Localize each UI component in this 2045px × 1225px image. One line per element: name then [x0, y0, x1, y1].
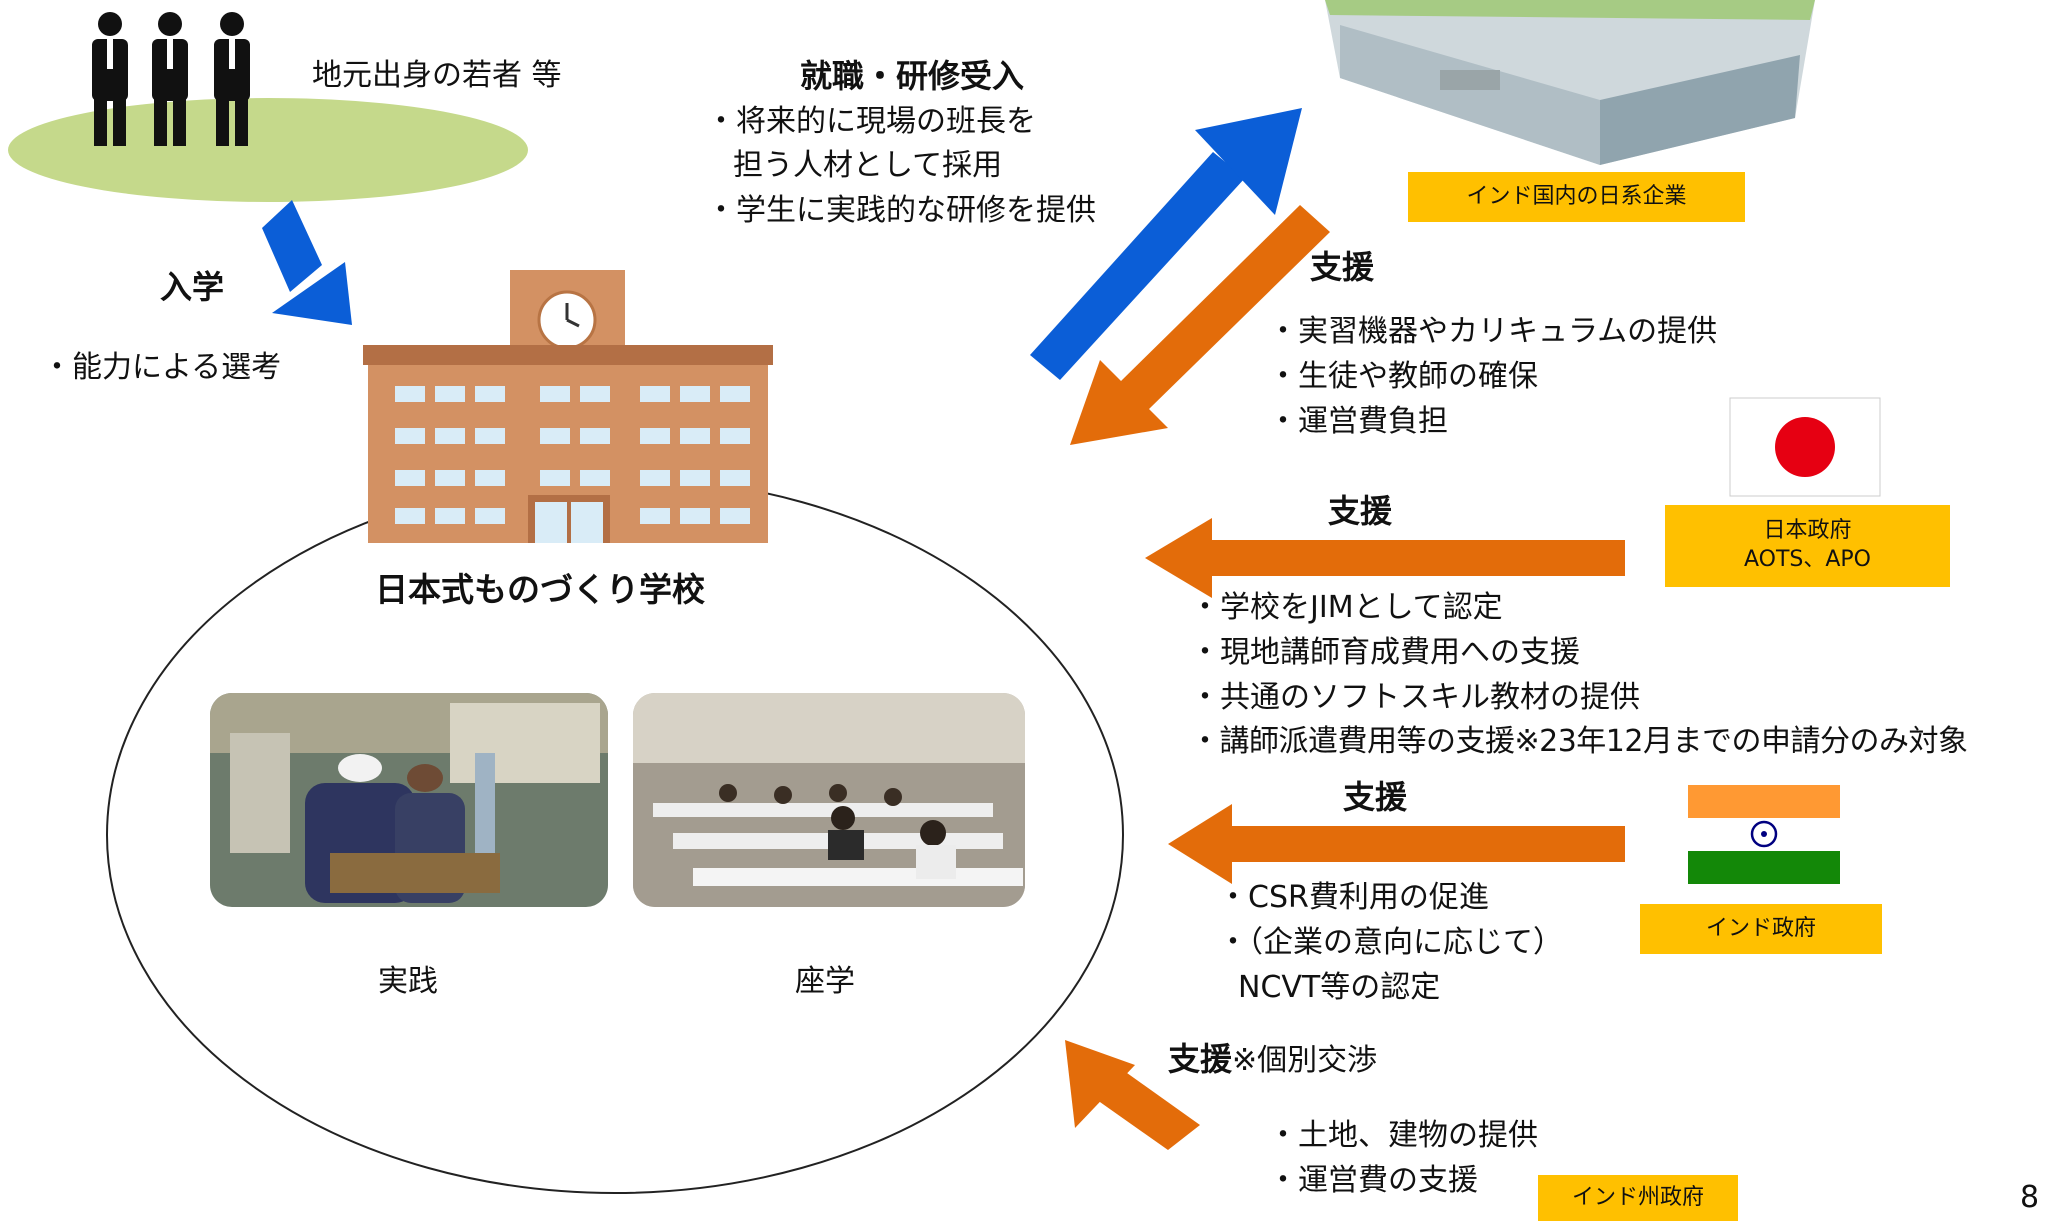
- india-gov-label: インド政府: [1640, 904, 1882, 954]
- employment-title: 就職・研修受入: [800, 57, 1025, 95]
- company-support-bullet-1: ・実習機器やカリキュラムの提供: [1268, 314, 1718, 349]
- state-support-bullet-1: ・土地、建物の提供: [1268, 1118, 1538, 1153]
- classroom-caption: 座学: [795, 964, 855, 999]
- people-icon: [92, 12, 250, 146]
- youth-label: 地元出身の若者 等: [312, 58, 562, 93]
- india-support-bullet-1: ・CSR費利用の促進: [1218, 880, 1489, 915]
- company-support-bullet-2: ・生徒や教師の確保: [1268, 359, 1538, 394]
- india-gov-label-text: インド政府: [1705, 915, 1816, 941]
- india-support-title: 支援: [1343, 778, 1408, 816]
- india-support-bullet-2: ・（企業の意向に応じて）: [1218, 925, 1563, 960]
- classroom-photo: [633, 693, 1025, 907]
- company-support-bullet-3: ・運営費負担: [1268, 404, 1448, 439]
- page-number: 8: [2020, 1180, 2040, 1215]
- enroll-bullet: ・能力による選考: [42, 350, 282, 385]
- company-label-text: インド国内の日系企業: [1466, 183, 1687, 209]
- japan-gov-label-line2: AOTS、APO: [1743, 547, 1872, 572]
- enroll-title: 入学: [160, 268, 225, 306]
- japan-support-bullet-3: ・共通のソフトスキル教材の提供: [1190, 680, 1640, 715]
- japan-support-bullet-2: ・現地講師育成費用への支援: [1190, 635, 1580, 670]
- state-support-title: 支援: [1168, 1040, 1233, 1078]
- workshop-photo: [210, 693, 608, 907]
- workshop-caption: 実践: [378, 964, 438, 999]
- enroll-arrow: [262, 200, 352, 325]
- ground-ellipse: [8, 98, 528, 202]
- india-support-bullet-3: NCVT等の認定: [1238, 970, 1441, 1005]
- employment-arrow: [1030, 108, 1302, 380]
- state-support-heading: 支援※個別交渉: [1168, 1040, 1377, 1079]
- india-support-arrow: [1168, 804, 1625, 884]
- japan-support-arrow: [1145, 518, 1625, 598]
- japan-support-title: 支援: [1328, 492, 1393, 530]
- state-gov-label: インド州政府: [1538, 1175, 1738, 1221]
- state-support-arrow: [1065, 1040, 1200, 1150]
- employment-bullet-1: ・将来的に現場の班長を: [706, 104, 1036, 139]
- japan-support-bullet-1: ・学校をJIMとして認定: [1190, 590, 1503, 625]
- employment-bullet-2: 担う人材として採用: [733, 148, 1003, 183]
- japan-support-bullet-4: ・講師派遣費用等の支援※23年12月までの申請分のみ対象: [1190, 724, 1968, 759]
- japan-gov-label-line1: 日本政府: [1763, 518, 1852, 544]
- state-gov-label-text: インド州政府: [1571, 1184, 1704, 1210]
- company-support-title: 支援: [1310, 248, 1375, 286]
- company-label: インド国内の日系企業: [1408, 172, 1745, 222]
- india-flag-icon: [1688, 785, 1840, 884]
- japan-gov-label: 日本政府 AOTS、APO: [1665, 505, 1950, 587]
- state-support-note: ※個別交渉: [1232, 1043, 1378, 1078]
- school-title: 日本式ものづくり学校: [375, 570, 705, 609]
- japan-flag-icon: [1729, 397, 1881, 497]
- company-support-arrow: [1070, 205, 1330, 445]
- factory-building-image: [1325, 0, 1815, 165]
- state-support-bullet-2: ・運営費の支援: [1268, 1163, 1478, 1198]
- employment-bullet-3: ・学生に実践的な研修を提供: [706, 193, 1096, 228]
- school-building-icon: [363, 270, 773, 543]
